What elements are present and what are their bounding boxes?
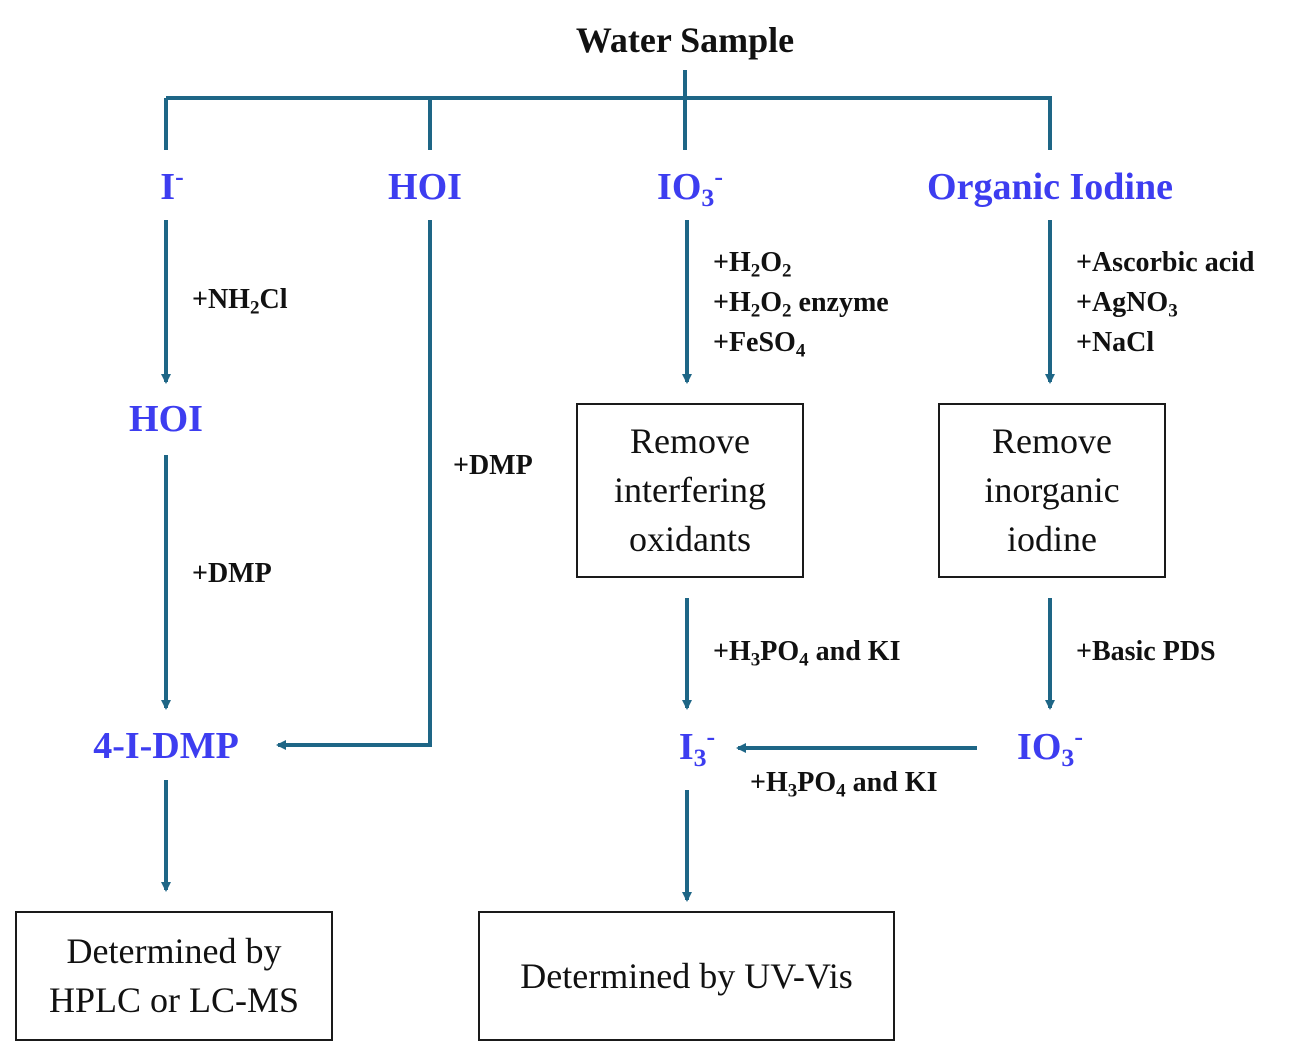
- species-hoi-mid: HOI: [129, 398, 203, 440]
- species-organic-iodine: Organic Iodine: [927, 166, 1173, 208]
- box-remove-inorganic-iodine: Remove inorganic iodine: [938, 403, 1166, 578]
- box-line: inorganic: [984, 470, 1120, 511]
- arrow-hoi-direct-to-4idmp: [276, 220, 432, 750]
- box-line: interfering: [614, 470, 766, 511]
- box-remove-interfering-oxidants: Remove interfering oxidants: [576, 403, 804, 578]
- species-iodate-top: IO3-: [657, 161, 723, 213]
- box-line: oxidants: [629, 518, 751, 559]
- species-triiodide: I3-: [678, 721, 716, 773]
- box-line: HPLC or LC-MS: [48, 980, 300, 1020]
- box-determined-hplc: Determined by HPLC or LC-MS: [15, 911, 333, 1041]
- reagent-h2o2: +H2O2: [713, 247, 792, 282]
- reagent-nacl: +NaCl: [1076, 327, 1155, 358]
- reagent-feso4: +FeSO4: [713, 327, 806, 362]
- reagent-h3po4-ki-lower: +H3PO4 and KI: [750, 767, 938, 802]
- reagent-dmp-hoi: +DMP: [453, 450, 533, 481]
- box-line: Remove: [992, 421, 1112, 462]
- reagent-h3po4-ki-upper: +H3PO4 and KI: [713, 636, 901, 671]
- box-line: Remove: [630, 421, 750, 462]
- species-hoi-top: HOI: [388, 166, 462, 208]
- diagram-title: Water Sample: [575, 20, 795, 60]
- species-iodate-bottom: IO3-: [1017, 721, 1083, 773]
- reagent-nh2cl: +NH2Cl: [192, 284, 288, 319]
- reagent-agno3: +AgNO3: [1076, 287, 1178, 322]
- species-iodide: I-: [160, 161, 184, 208]
- box-line: Determined by: [66, 931, 282, 972]
- box-line: iodine: [1007, 518, 1097, 559]
- reagent-basic-pds: +Basic PDS: [1076, 636, 1216, 667]
- reagent-dmp-left: +DMP: [192, 558, 272, 589]
- box-line: Determined by UV-Vis: [520, 955, 853, 996]
- species-4-i-dmp: 4-I-DMP: [93, 725, 239, 767]
- box-determined-uvvis: Determined by UV-Vis: [478, 911, 895, 1041]
- reagent-h2o2-enzyme: +H2O2 enzyme: [713, 287, 889, 322]
- reagent-ascorbic-acid: +Ascorbic acid: [1076, 247, 1255, 278]
